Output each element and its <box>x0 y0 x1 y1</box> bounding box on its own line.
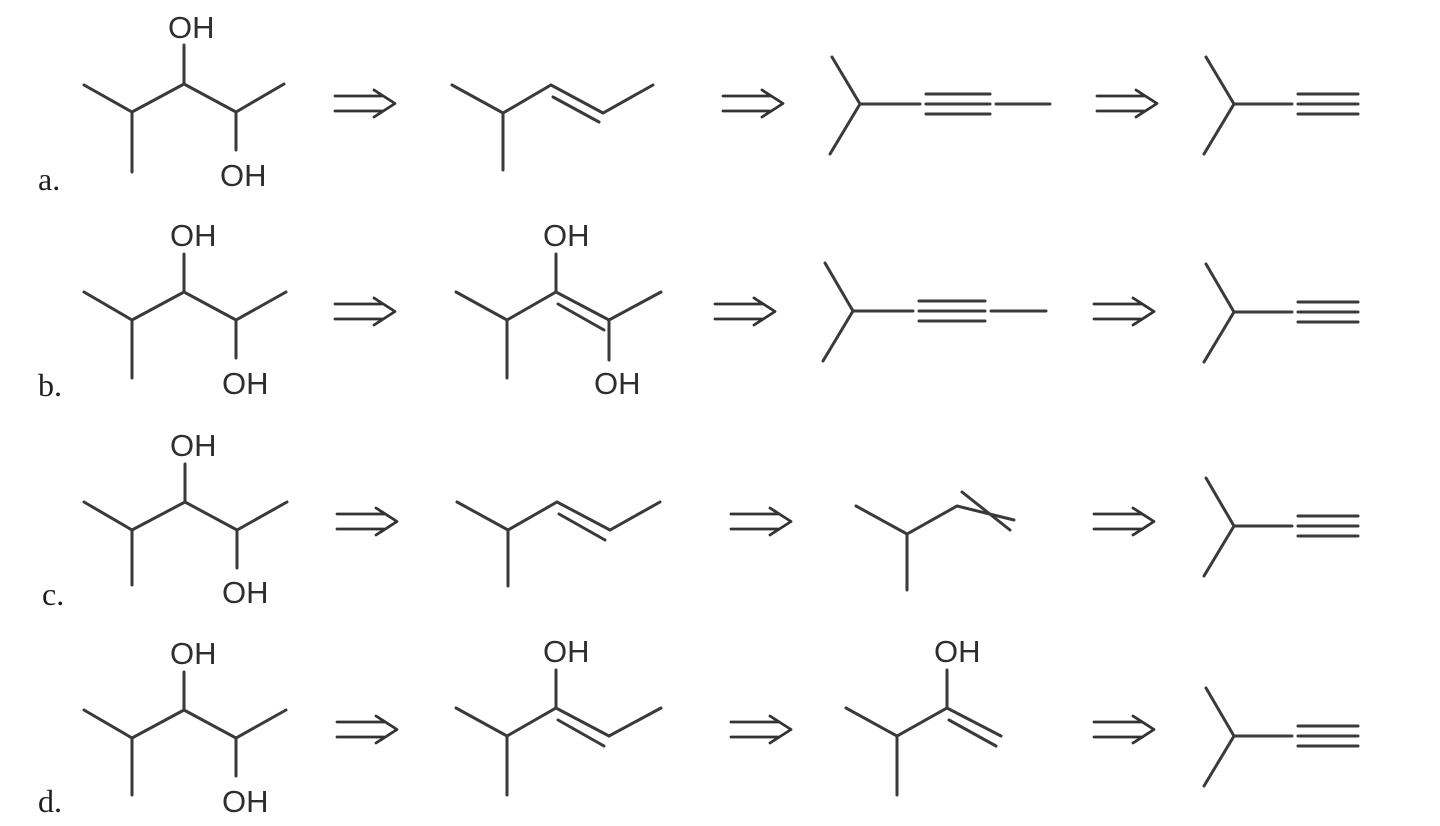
methyl-branch-down <box>821 309 855 363</box>
hydroxyl-label: OH <box>934 634 981 669</box>
internal-alkyne-structure <box>828 55 1052 156</box>
methyl-branch-up <box>1204 55 1236 106</box>
double-bond-line <box>556 302 606 332</box>
alkene-structure <box>450 83 655 172</box>
hydroxyl-label-top: OH <box>543 218 590 253</box>
row-label: a. <box>38 161 60 197</box>
hydroxyl-label-bottom: OH <box>220 158 267 193</box>
internal-alkyne-structure <box>821 261 1048 363</box>
diol-structure: OH OH <box>82 218 288 401</box>
terminal-enol-structure: OH <box>844 634 1003 797</box>
carbon-chain <box>82 290 288 322</box>
double-bond-line <box>557 512 607 542</box>
retrosynthetic-arrow <box>721 88 785 119</box>
diol-structure: OH OH <box>82 10 286 193</box>
carbon-chain <box>455 500 662 532</box>
row-b: b. OH OH OH OH <box>38 218 1360 403</box>
diol-structure: OH OH <box>82 636 288 819</box>
retrosynthetic-arrow <box>1092 296 1156 327</box>
methyl-branch-down <box>828 102 862 156</box>
hydroxyl-label: OH <box>543 634 590 669</box>
alkene-structure <box>455 500 662 588</box>
retrosynthetic-arrow <box>1095 88 1159 119</box>
retrosynthetic-arrow <box>333 88 397 119</box>
hydroxyl-label-top: OH <box>170 218 217 253</box>
carbon-chain <box>82 708 288 740</box>
methyl-branch-up <box>823 261 855 313</box>
retrosynthetic-arrow <box>713 296 777 327</box>
double-bond-line <box>551 95 601 124</box>
terminal-alkyne-structure <box>1202 55 1360 156</box>
hydroxyl-label-bottom: OH <box>594 366 641 401</box>
diol-structure: OH OH <box>82 428 289 610</box>
double-bond-line <box>556 718 606 748</box>
carbon-chain <box>82 500 289 532</box>
row-label: c. <box>42 576 64 612</box>
methyl-branch-up <box>1204 686 1236 738</box>
enol-structure: OH <box>454 634 663 797</box>
retrosynthetic-arrow <box>729 714 793 745</box>
methyl-branch-down <box>1202 310 1236 364</box>
methyl-branch-up <box>830 55 862 106</box>
methyl-branch-down <box>1202 734 1236 788</box>
row-label: d. <box>38 783 62 819</box>
carbon-chain <box>844 706 1003 738</box>
terminal-alkyne-structure <box>1202 262 1360 364</box>
hydroxyl-label-top: OH <box>168 10 215 45</box>
retrosynthetic-arrow <box>335 714 399 745</box>
hydroxyl-label-bottom: OH <box>222 575 269 610</box>
methyl-branch-down <box>1202 524 1236 578</box>
retrosynthetic-arrow <box>333 296 397 327</box>
carbon-chain <box>450 83 655 115</box>
row-label: b. <box>38 367 62 403</box>
row-d: d. OH OH OH O <box>38 634 1360 819</box>
hydroxyl-label-bottom: OH <box>222 366 269 401</box>
retrosynthetic-arrow <box>729 506 793 537</box>
row-a: a. OH OH <box>38 10 1360 197</box>
retrosynthetic-arrow <box>1092 506 1156 537</box>
methyl-branch-up <box>1204 262 1236 314</box>
hydroxyl-label-bottom: OH <box>222 784 269 819</box>
terminal-alkyne-structure <box>1202 476 1360 578</box>
terminal-alkyne-structure <box>1202 686 1360 788</box>
carbon-chain <box>854 504 1016 536</box>
double-bond-line <box>960 490 1012 532</box>
carbon-chain <box>82 82 286 114</box>
methyl-branch-down <box>1202 102 1236 156</box>
hydroxyl-label-top: OH <box>170 636 217 671</box>
methyl-branch-up <box>1204 476 1236 528</box>
terminal-alkene-structure <box>854 490 1016 592</box>
double-bond-line <box>947 718 998 748</box>
row-c: c. OH OH <box>42 428 1360 612</box>
enediol-structure: OH OH <box>454 218 663 401</box>
hydroxyl-label-top: OH <box>170 428 217 463</box>
retrosynthetic-arrow <box>1092 714 1156 745</box>
retrosynthetic-arrow <box>335 506 399 537</box>
